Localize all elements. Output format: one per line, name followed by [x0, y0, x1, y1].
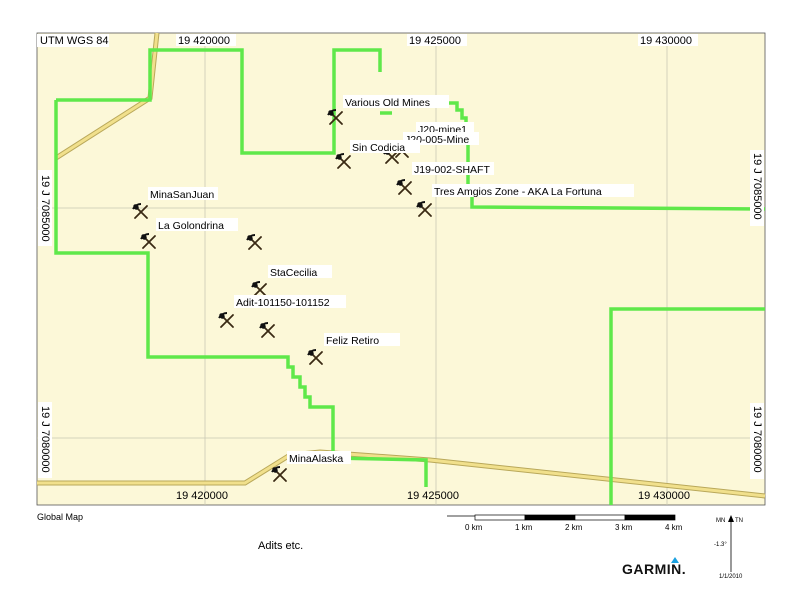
- top-easting-label: 19 420000: [178, 35, 230, 47]
- waypoint-label: MinaSanJuan: [150, 189, 214, 201]
- waypoint-label-background: [412, 162, 494, 175]
- waypoints: Various Old MinesJ20-mine1J20-005-MineSi…: [132, 95, 634, 482]
- scale-label: 3 km: [615, 523, 633, 532]
- waypoint-label: J19-002-SHAFT: [414, 164, 490, 176]
- map-frame: [36, 32, 766, 506]
- waypoint-label-background: [234, 295, 346, 308]
- scale-label: 0 km: [465, 523, 483, 532]
- declination-label: -1.3°: [714, 542, 727, 548]
- waypoint-label-background: [268, 265, 332, 278]
- waypoint-label-background: [324, 333, 400, 346]
- left-northing-label: 19 J 7080000: [39, 406, 51, 473]
- mine-icon[interactable]: [396, 179, 412, 195]
- scale-label: 2 km: [565, 523, 583, 532]
- waypoint-label-background: [343, 95, 449, 108]
- mine-icon[interactable]: [307, 349, 323, 365]
- mine-icon[interactable]: [218, 312, 234, 328]
- grid-lines: [37, 33, 765, 505]
- waypoint-label: Adit-101150-101152: [236, 297, 330, 309]
- magnetic-north-label: MN: [716, 518, 725, 524]
- waypoint-label-background: [416, 122, 474, 135]
- mine-icon[interactable]: [259, 322, 275, 338]
- coordinate-labels: UTM WGS 84 19 420000 19 425000 19 430000…: [37, 34, 764, 502]
- bottom-easting-label: 19 425000: [407, 490, 459, 502]
- mine-icon[interactable]: [335, 153, 351, 169]
- top-easting-label: 19 425000: [409, 35, 461, 47]
- waypoint-label: Sin Codicia: [352, 142, 405, 154]
- projection-label: UTM WGS 84: [40, 35, 108, 47]
- right-northing-label: 19 J 7080000: [751, 406, 763, 473]
- true-north-label: TN: [735, 518, 743, 524]
- right-northing-label: 19 J 7085000: [751, 153, 763, 220]
- mine-icon[interactable]: [327, 109, 343, 125]
- waypoint-label-background: [403, 132, 479, 145]
- waypoint-label: J20-005-Mine: [405, 134, 469, 146]
- waypoint-label: Tres Amgios Zone - AKA La Fortuna: [434, 186, 602, 198]
- mine-icon[interactable]: [140, 233, 156, 249]
- waypoint-label-background: [287, 451, 351, 464]
- map-source-label: Global Map: [37, 512, 84, 522]
- left-northing-label: 19 J 7085000: [39, 175, 51, 242]
- waypoint-label-background: [350, 140, 420, 153]
- waypoint-label-background: [156, 218, 238, 231]
- garmin-logo: GARMIN.: [622, 561, 687, 577]
- waypoint-label: MinaAlaska: [289, 453, 343, 465]
- scale-label: 4 km: [665, 523, 683, 532]
- garmin-triangle-icon: [671, 557, 679, 563]
- north-arrow-icon: MN TN -1.3° 1/1/2010: [714, 515, 743, 580]
- waypoint-label: Various Old Mines: [345, 97, 430, 109]
- scale-bar: 0 km 1 km 2 km 3 km 4 km: [447, 514, 683, 532]
- bottom-easting-label: 19 430000: [638, 490, 690, 502]
- bottom-easting-label: 19 420000: [176, 490, 228, 502]
- waypoint-label-background: [148, 187, 218, 200]
- waypoint-label: Feliz Retiro: [326, 335, 379, 347]
- declination-date: 1/1/2010: [719, 574, 743, 580]
- waypoint-label: StaCecilia: [270, 267, 317, 279]
- scale-label: 1 km: [515, 523, 533, 532]
- map-subtitle: Adits etc.: [258, 540, 304, 552]
- mine-icon[interactable]: [246, 234, 262, 250]
- mine-icon[interactable]: [132, 203, 148, 219]
- mine-icon[interactable]: [251, 281, 267, 297]
- top-easting-label: 19 430000: [640, 35, 692, 47]
- mine-icon[interactable]: [416, 201, 432, 217]
- waypoint-label: La Golondrina: [158, 220, 224, 232]
- waypoint-label-background: [432, 184, 634, 197]
- mine-icon[interactable]: [271, 466, 287, 482]
